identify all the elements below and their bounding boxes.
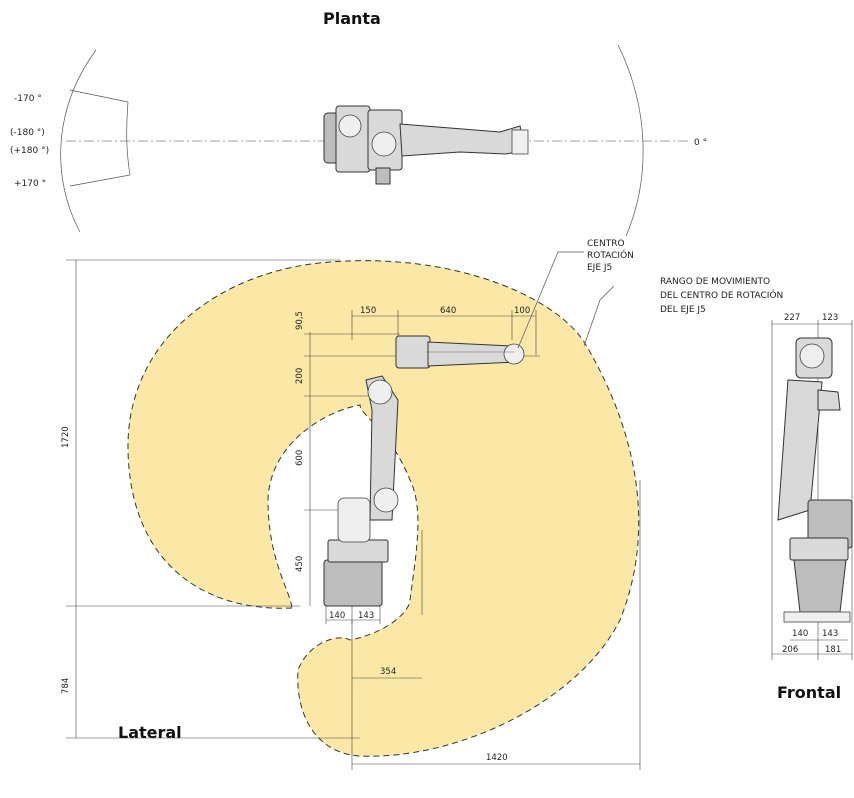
note-j5-center-1: CENTRO: [587, 239, 625, 249]
dim-100: 100: [514, 306, 530, 316]
note-j5-range-2: DEL CENTRO DE ROTACIÓN: [660, 289, 783, 301]
dim-90-5: 90,5: [295, 311, 305, 330]
dim-200: 200: [295, 368, 305, 384]
dim-base-143: 143: [358, 611, 374, 621]
dim-150: 150: [360, 306, 376, 316]
dim-640: 640: [440, 306, 456, 316]
dim-front-206: 206: [782, 645, 798, 655]
dim-1720: 1720: [61, 426, 71, 448]
note-j5-center-2: ROTACIÓN: [587, 249, 634, 261]
planta-range-arc-left: [60, 49, 97, 233]
planta-robot: [323, 105, 529, 185]
dim-front-227: 227: [784, 313, 800, 323]
angle-zero: 0 °: [694, 138, 707, 148]
note-j5-center-3: EJE J5: [587, 263, 612, 273]
title-planta: Planta: [323, 9, 381, 28]
planta-angle-wedge: [69, 89, 131, 187]
dim-front-123: 123: [822, 313, 838, 323]
dim-600: 600: [295, 450, 305, 466]
title-lateral: Lateral: [118, 723, 182, 742]
angle-neg170: -170 °: [14, 94, 42, 104]
planta-range-arc-right: [617, 44, 644, 237]
dim-354: 354: [380, 667, 396, 677]
work-envelope: [127, 260, 640, 757]
dim-base-140: 140: [329, 611, 345, 621]
dim-front-181: 181: [825, 645, 841, 655]
angle-neg180: (-180 °): [10, 128, 45, 138]
lateral-robot: [323, 335, 525, 607]
leader-j5-center: [517, 251, 584, 349]
title-frontal: Frontal: [777, 683, 841, 702]
angle-pos180: (+180 °): [10, 146, 49, 156]
dim-784: 784: [61, 678, 71, 694]
note-j5-range-3: DEL EJE J5: [660, 305, 706, 315]
dim-front-140: 140: [792, 629, 808, 639]
note-j5-range-1: RANGO DE MOVIMIENTO: [660, 277, 770, 287]
frontal-robot: [771, 320, 853, 660]
dim-450: 450: [295, 556, 305, 572]
dim-front-143: 143: [822, 629, 838, 639]
angle-pos170: +170 °: [14, 179, 46, 189]
leader-j5-range: [583, 285, 615, 347]
dim-1420: 1420: [486, 753, 508, 763]
